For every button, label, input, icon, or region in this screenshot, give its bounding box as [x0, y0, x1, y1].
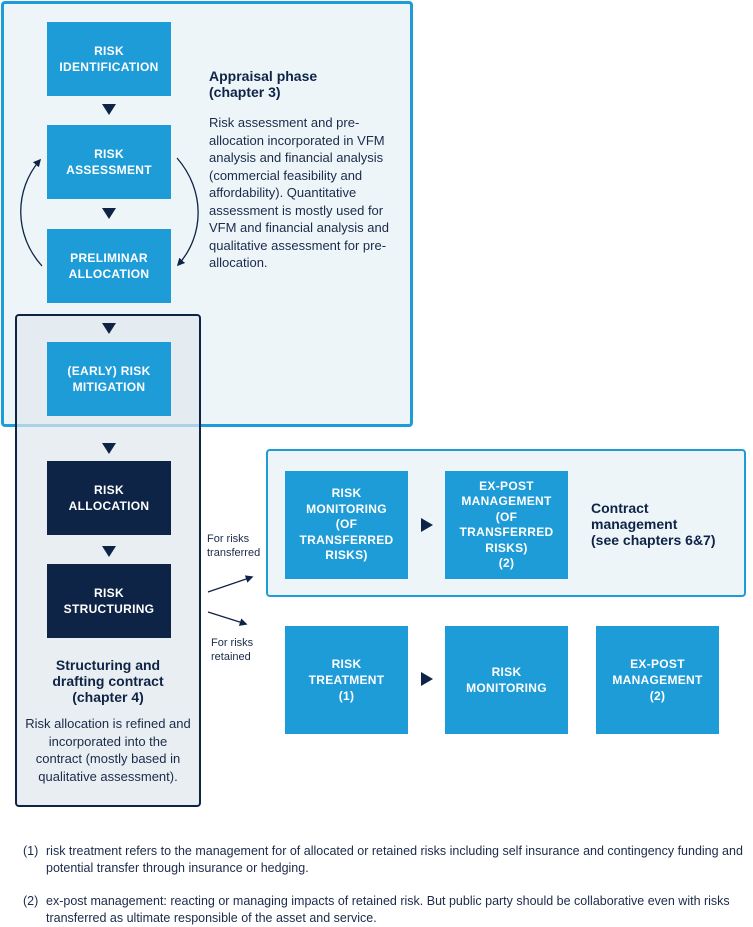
footnote-2-number: (2) — [23, 894, 39, 908]
right-arrow-icon — [421, 518, 433, 532]
footnote-1-text: risk treatment refers to the management … — [46, 844, 743, 875]
risk-assessment-box: RISK ASSESSMENT — [47, 125, 171, 199]
footnote-2-text: ex-post management: reacting or managing… — [46, 894, 730, 925]
for-risks-transferred-label: For risks transferred — [207, 533, 261, 559]
risk-treatment-box: RISK TREATMENT (1) — [285, 626, 408, 734]
down-arrow-icon — [102, 208, 116, 219]
appraisal-description: Risk assessment and pre-allocation incor… — [209, 115, 389, 270]
structuring-heading: Structuring and drafting contract (chapt… — [52, 657, 164, 705]
expost-management-transferred-box: EX-POST MANAGEMENT (OF TRANSFERRED RISKS… — [445, 471, 568, 579]
contract-heading: Contract management (see chapters 6&7) — [591, 500, 716, 548]
footnote-1-number: (1) — [23, 844, 39, 858]
right-arrow-icon — [421, 672, 433, 686]
appraisal-heading: Appraisal phase (chapter 3) — [209, 68, 318, 100]
down-arrow-icon — [102, 443, 116, 454]
risk-identification-box: RISK IDENTIFICATION — [47, 22, 171, 96]
down-arrow-icon — [102, 323, 116, 334]
risk-allocation-box: RISK ALLOCATION — [47, 461, 171, 535]
expost-management-box: EX-POST MANAGEMENT (2) — [596, 626, 719, 734]
risk-structuring-box: RISK STRUCTURING — [47, 564, 171, 638]
early-risk-mitigation-box: (EARLY) RISK MITIGATION — [47, 342, 171, 416]
loop-arrow-left — [20, 158, 43, 267]
risk-monitoring-box: RISK MONITORING — [445, 626, 568, 734]
retained-arrow — [207, 611, 248, 626]
down-arrow-icon — [102, 104, 116, 115]
loop-arrow-right — [176, 157, 199, 267]
preliminar-allocation-box: PRELIMINAR ALLOCATION — [47, 229, 171, 303]
structuring-description: Risk allocation is refined and incorpora… — [25, 716, 191, 784]
transferred-arrow — [207, 575, 254, 593]
risk-monitoring-transferred-box: RISK MONITORING (OF TRANSFERRED RISKS) — [285, 471, 408, 579]
for-risks-retained-label: For risks retained — [211, 637, 254, 663]
down-arrow-icon — [102, 546, 116, 557]
